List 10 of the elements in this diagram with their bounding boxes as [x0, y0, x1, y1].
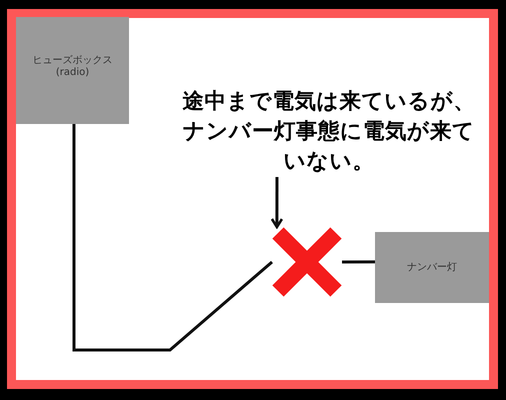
component-box: [16, 17, 129, 124]
box-label: ヒューズボックス: [32, 55, 112, 67]
arrow: [270, 177, 284, 228]
wire-line: [72, 124, 273, 352]
cross-mark-icon: [272, 227, 342, 297]
wire-line: [342, 260, 376, 264]
box-label: ナンバー灯: [407, 262, 457, 274]
box-label: (radio): [56, 67, 90, 79]
component-box: [375, 232, 489, 303]
annotation-text: 途中まで電気は来ているが、ナンバー灯事態に電気が来ていない。: [176, 87, 482, 177]
